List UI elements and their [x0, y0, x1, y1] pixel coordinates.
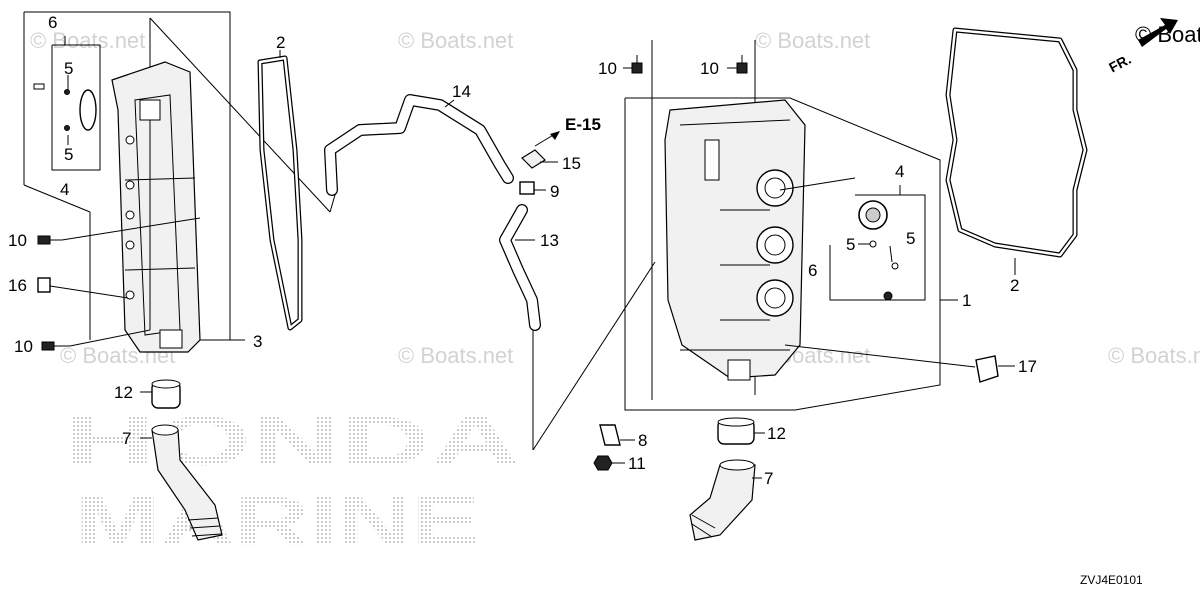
- watermark: © Boats.net: [1108, 343, 1200, 368]
- clip-icon: [37, 277, 51, 293]
- breather-hose-left: [151, 424, 223, 541]
- sensor-17: [975, 355, 999, 383]
- sub-group-box: [51, 44, 101, 171]
- bolt-icon: [631, 55, 643, 74]
- callout-2: 2: [1010, 276, 1019, 295]
- group-frame-right: [624, 97, 941, 411]
- callout-8: 8: [638, 431, 647, 450]
- callout-14: 14: [452, 82, 471, 101]
- callout-5: 5: [906, 229, 915, 248]
- cylinder-head-cover-left: [111, 61, 201, 353]
- callout-6: 6: [48, 13, 57, 32]
- oil-filler-cap: [858, 200, 899, 301]
- callout-10: 10: [700, 59, 719, 78]
- breather-tube-14: [324, 94, 514, 196]
- breather-hose-right: [689, 459, 756, 541]
- callout-11: 11: [628, 454, 646, 473]
- brand-line-marine: MARINE: [75, 482, 480, 560]
- callout-10: 10: [14, 337, 33, 356]
- callout-13: 13: [540, 231, 559, 250]
- bolt-icon: [37, 235, 62, 245]
- callout-12: 12: [114, 383, 133, 402]
- leader-lines: [49, 36, 1016, 479]
- cylinder-head-cover-right: [664, 99, 806, 381]
- watermark: © Boats.net: [755, 28, 870, 53]
- callout-2: 2: [276, 33, 285, 52]
- callout-7: 7: [764, 469, 773, 488]
- front-direction-arrow-icon: [1138, 18, 1178, 47]
- brand-line-honda: HONDA: [65, 402, 520, 480]
- oil-filler-cap-small: [33, 83, 97, 131]
- callout-10: 10: [8, 231, 27, 250]
- leader-line: [779, 177, 856, 191]
- callout-12: 12: [767, 424, 786, 443]
- gasket-right-inner: [946, 28, 1087, 257]
- callout-7: 7: [122, 429, 131, 448]
- bolt-icon: [736, 55, 748, 74]
- front-direction-label: FR.: [1106, 51, 1133, 76]
- group-frame: [23, 184, 91, 213]
- watermark: © Boats.net: [398, 28, 513, 53]
- leader-line: [149, 17, 331, 213]
- callout-3: 3: [253, 332, 262, 351]
- gasket-right: [945, 27, 1088, 258]
- hose-fitting-15: [521, 149, 546, 169]
- callout-5: 5: [64, 145, 73, 164]
- watermark-group: © Boats.net © Boats.net © Boats.net © Bo…: [30, 28, 1200, 368]
- bolt-icon: [41, 341, 70, 351]
- fitting-9: [519, 181, 535, 195]
- bracket-8: [599, 424, 621, 446]
- nut-11: [593, 455, 613, 471]
- reference-e15: E-15: [565, 115, 601, 134]
- sub-group-box-right: [829, 194, 926, 301]
- callout-4: 4: [60, 180, 69, 199]
- diagram-code: ZVJ4E0101: [1080, 573, 1143, 587]
- callout-10: 10: [598, 59, 617, 78]
- breather-tube-13: [499, 204, 541, 331]
- hose-clamp-right: [717, 417, 755, 445]
- callout-labels: 6 5 5 4 2 10 16 10 3 12 7 14 E-15 15 9 1…: [8, 13, 1037, 488]
- callout-4: 4: [895, 162, 904, 181]
- leader-line: [532, 261, 656, 451]
- watermark: © Boats.net: [30, 28, 145, 53]
- reference-arrowhead-icon: [550, 131, 560, 140]
- leader-line: [329, 194, 336, 213]
- callout-16: 16: [8, 276, 27, 295]
- hose-clamp-left: [151, 379, 181, 409]
- watermark: © Boats.net: [398, 343, 513, 368]
- callout-1: 1: [962, 291, 971, 310]
- callout-5: 5: [846, 235, 855, 254]
- leader-line: [784, 344, 976, 368]
- gasket-left-inner: [258, 56, 302, 330]
- callout-6: 6: [808, 261, 817, 280]
- callout-9: 9: [550, 182, 559, 201]
- callout-15: 15: [562, 154, 581, 173]
- callout-17: 17: [1018, 357, 1037, 376]
- callout-5: 5: [64, 59, 73, 78]
